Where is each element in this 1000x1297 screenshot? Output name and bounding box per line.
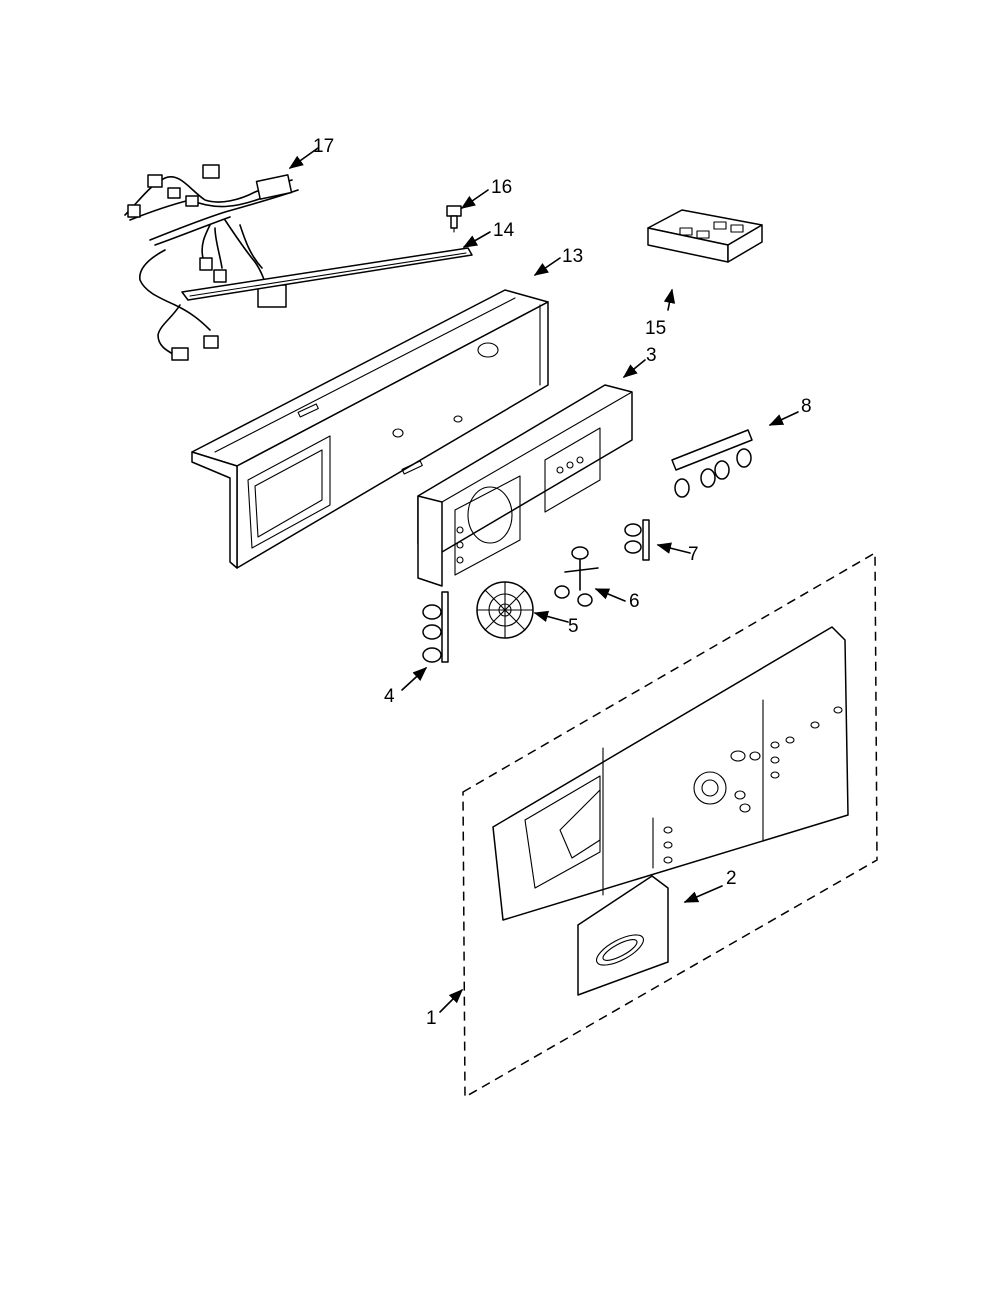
callout-1: 1 xyxy=(426,1008,437,1029)
leader-6 xyxy=(594,588,626,602)
leader-5 xyxy=(533,610,569,623)
leader-1 xyxy=(439,988,464,1013)
callout-15: 15 xyxy=(645,318,666,339)
callout-2: 2 xyxy=(726,868,737,889)
button-array-part-8 xyxy=(671,429,753,498)
callout-13: 13 xyxy=(562,246,583,267)
leader-16 xyxy=(460,189,489,209)
callout-7: 7 xyxy=(688,544,699,565)
console-frame-part-13 xyxy=(191,289,549,569)
leader-8 xyxy=(768,411,799,426)
console-assembly-outline xyxy=(462,551,878,1099)
switch-strip-part-7 xyxy=(624,519,650,561)
callout-17: 17 xyxy=(313,136,334,157)
callout-8: 8 xyxy=(801,396,812,417)
callout-labels: 17 16 14 13 15 3 8 7 6 5 4 2 1 xyxy=(313,136,812,1029)
leader-7 xyxy=(656,542,691,554)
callout-16: 16 xyxy=(491,177,512,198)
callout-4: 4 xyxy=(384,686,395,707)
control-housing-part-3 xyxy=(417,384,633,587)
callout-5: 5 xyxy=(568,616,579,637)
callout-3: 3 xyxy=(646,345,657,366)
leader-15 xyxy=(663,288,676,311)
lever-switch-part-6 xyxy=(554,546,599,607)
switch-strip-part-4 xyxy=(422,591,449,663)
control-module-part-15 xyxy=(647,209,763,263)
leader-lines xyxy=(288,147,799,1013)
screw-part-16 xyxy=(446,205,462,233)
leader-14 xyxy=(462,231,491,248)
leader-17 xyxy=(288,147,319,169)
callout-14: 14 xyxy=(493,220,515,241)
dispenser-handle-part-2 xyxy=(577,875,669,996)
leader-3 xyxy=(622,359,646,378)
rail-bracket-part-14 xyxy=(181,247,473,301)
leader-2 xyxy=(683,885,723,903)
selector-ring-part-5 xyxy=(476,581,534,639)
wire-harness-part-17 xyxy=(124,164,299,361)
leader-13 xyxy=(533,257,561,276)
leader-4 xyxy=(401,667,428,691)
console-panel-part-1 xyxy=(492,626,849,921)
callout-6: 6 xyxy=(629,591,640,612)
